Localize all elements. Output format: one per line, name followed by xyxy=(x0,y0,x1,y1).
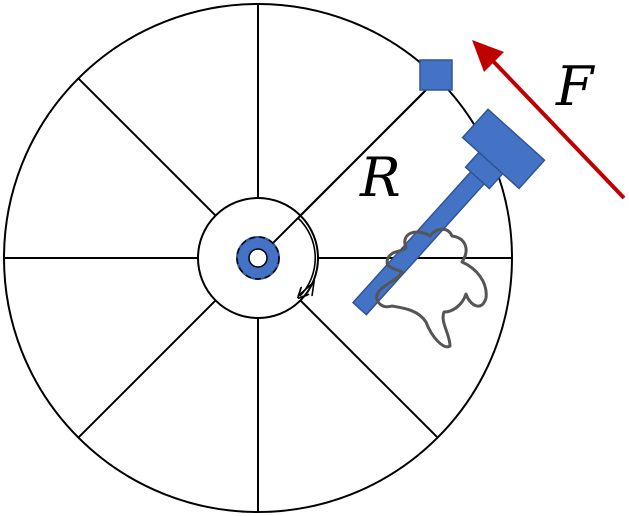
hand-icon xyxy=(375,227,488,349)
force-arrow-shaft xyxy=(490,58,626,200)
rotation-arrow-tick xyxy=(297,279,316,297)
rim-block xyxy=(419,59,453,91)
force-arrow-head xyxy=(472,40,504,72)
hub-icon xyxy=(236,236,280,280)
hammer-icon xyxy=(351,108,546,316)
radius-line xyxy=(257,91,425,259)
force-label: F xyxy=(555,55,596,118)
radius-label: R xyxy=(359,146,401,209)
